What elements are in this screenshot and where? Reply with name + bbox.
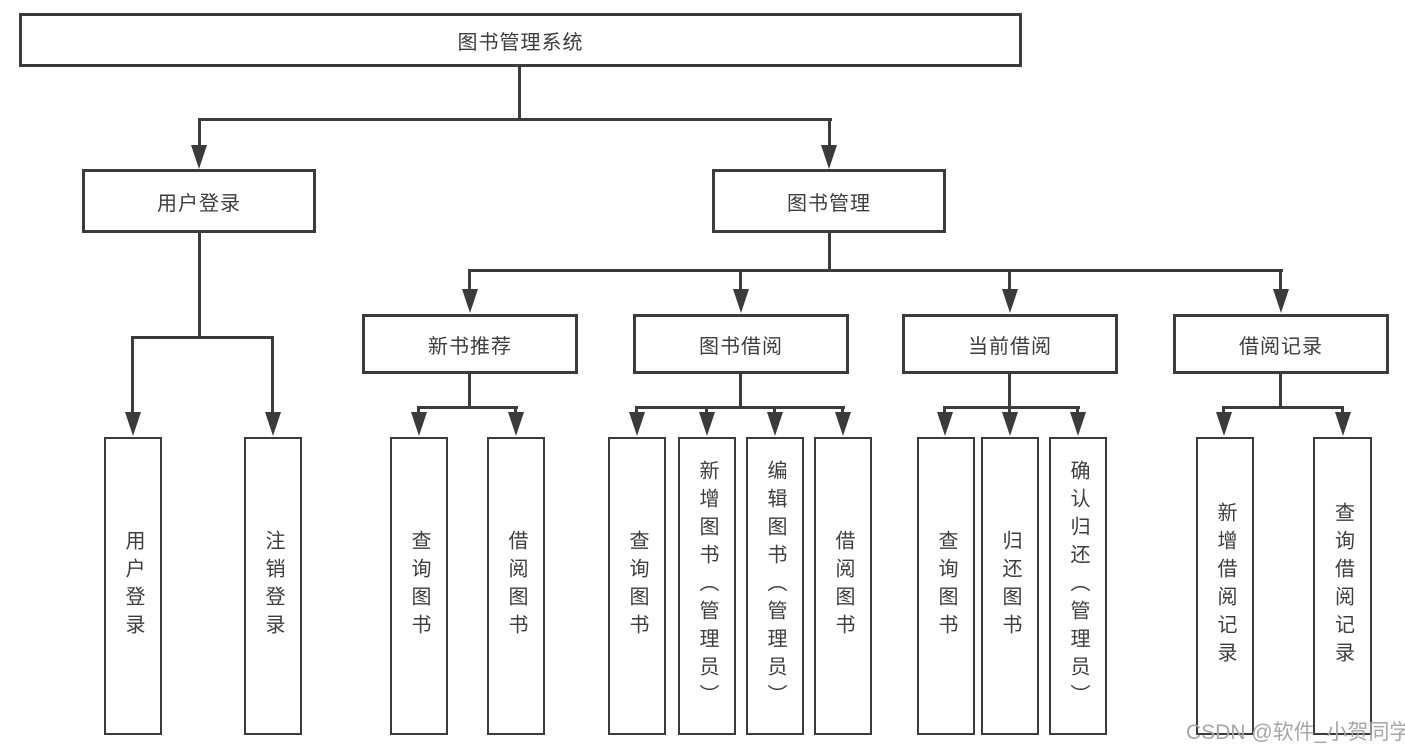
leaf-borrow-books-recommend: 借阅图书: [487, 437, 545, 735]
connector-vline: [518, 67, 521, 121]
connector-vline: [1008, 406, 1011, 415]
leaf-edit-books-admin: 编辑图书（管理员）: [746, 437, 804, 735]
connector-hline: [635, 406, 845, 409]
connector-hline: [417, 406, 518, 409]
arrowhead-down-icon: [821, 145, 837, 169]
leaf-label: 查询图书: [935, 530, 957, 642]
leaf-logout: 注销登录: [244, 437, 302, 735]
leaf-query-books-current: 查询图书: [917, 437, 975, 735]
connector-vline: [1076, 406, 1079, 415]
node-user-login-branch: 用户登录: [82, 169, 316, 233]
leaf-label: 编辑图书（管理员）: [764, 460, 786, 712]
node-label: 图书借阅: [699, 335, 783, 358]
connector-vline: [198, 118, 201, 148]
leaf-label: 确认归还（管理员）: [1067, 460, 1089, 712]
connector-vline: [705, 406, 708, 415]
leaf-add-books-admin: 新增图书（管理员）: [678, 437, 736, 735]
node-borrowing-records: 借阅记录: [1173, 314, 1389, 374]
arrowhead-down-icon: [125, 412, 141, 436]
connector-vline: [739, 269, 742, 292]
leaf-borrow-books: 借阅图书: [814, 437, 872, 735]
connector-vline: [828, 118, 831, 148]
connector-vline: [131, 336, 134, 415]
arrowhead-down-icon: [411, 412, 427, 436]
arrowhead-down-icon: [1335, 412, 1351, 436]
leaf-label: 查询借阅记录: [1331, 502, 1354, 670]
arrowhead-down-icon: [733, 289, 749, 313]
connector-vline: [943, 406, 946, 415]
node-book-borrowing: 图书借阅: [633, 314, 849, 374]
connector-vline: [1279, 374, 1282, 409]
arrowhead-down-icon: [629, 412, 645, 436]
connector-vline: [828, 233, 831, 272]
connector-vline: [514, 406, 517, 415]
leaf-label: 归还图书: [999, 530, 1021, 642]
node-label: 新书推荐: [428, 335, 512, 358]
leaf-label: 注销登录: [262, 530, 284, 642]
node-label: 图书管理: [787, 192, 871, 215]
connector-vline: [417, 406, 420, 415]
leaf-add-borrow-record: 新增借阅记录: [1196, 437, 1254, 735]
arrowhead-down-icon: [1002, 412, 1018, 436]
arrowhead-down-icon: [767, 412, 783, 436]
node-new-book-recommend: 新书推荐: [362, 314, 578, 374]
leaf-label: 用户登录: [122, 530, 144, 642]
leaf-user-login: 用户登录: [104, 437, 162, 735]
connector-vline: [773, 406, 776, 415]
connector-vline: [468, 374, 471, 409]
leaf-label: 查询图书: [408, 530, 430, 642]
leaf-confirm-return-admin: 确认归还（管理员）: [1049, 437, 1107, 735]
arrowhead-down-icon: [937, 412, 953, 436]
arrowhead-down-icon: [508, 412, 524, 436]
connector-vline: [468, 269, 471, 292]
connector-hline: [943, 406, 1080, 409]
node-book-management: 图书管理: [712, 169, 946, 233]
connector-vline: [198, 233, 201, 339]
csdn-watermark: CSDN @软件_小贺同学: [1186, 721, 1405, 744]
arrowhead-down-icon: [191, 145, 207, 169]
connector-vline: [1222, 406, 1225, 415]
node-library-management-system: 图书管理系统: [19, 13, 1022, 67]
leaf-query-borrow-record: 查询借阅记录: [1313, 437, 1372, 735]
connector-hline: [1222, 406, 1344, 409]
node-current-borrowing: 当前借阅: [902, 314, 1118, 374]
leaf-label: 借阅图书: [505, 530, 527, 642]
leaf-query-books-recommend: 查询图书: [390, 437, 448, 735]
connector-vline: [1341, 406, 1344, 415]
leaf-label: 新增借阅记录: [1214, 502, 1236, 670]
arrowhead-down-icon: [1273, 289, 1289, 313]
connector-hline: [198, 118, 832, 121]
connector-vline: [739, 374, 742, 409]
arrowhead-down-icon: [1070, 412, 1086, 436]
leaf-label: 新增图书（管理员）: [696, 460, 718, 712]
node-label: 借阅记录: [1239, 335, 1323, 358]
connector-hline: [131, 336, 274, 339]
connector-vline: [1008, 269, 1011, 292]
connector-vline: [1279, 269, 1282, 292]
arrowhead-down-icon: [835, 412, 851, 436]
arrowhead-down-icon: [265, 412, 281, 436]
node-label: 用户登录: [157, 192, 241, 215]
leaf-label: 查询图书: [626, 530, 648, 642]
connector-vline: [271, 336, 274, 415]
leaf-query-books-borrow: 查询图书: [608, 437, 666, 735]
arrowhead-down-icon: [1216, 412, 1232, 436]
connector-vline: [841, 406, 844, 415]
arrowhead-down-icon: [462, 289, 478, 313]
leaf-label: 借阅图书: [832, 530, 854, 642]
connector-hline: [468, 269, 1283, 272]
connector-vline: [635, 406, 638, 415]
node-label: 图书管理系统: [457, 31, 584, 54]
connector-vline: [1008, 374, 1011, 409]
leaf-return-books: 归还图书: [981, 437, 1039, 735]
node-label: 当前借阅: [968, 335, 1052, 358]
arrowhead-down-icon: [699, 412, 715, 436]
arrowhead-down-icon: [1002, 289, 1018, 313]
